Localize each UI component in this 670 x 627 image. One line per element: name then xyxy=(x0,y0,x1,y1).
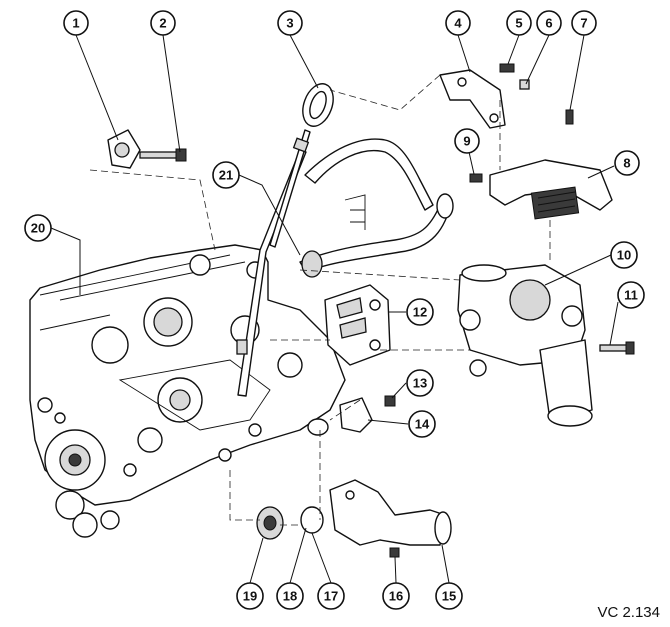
svg-text:17: 17 xyxy=(324,589,338,604)
callout-11: 11 xyxy=(617,281,645,309)
svg-text:4: 4 xyxy=(454,16,462,31)
svg-text:13: 13 xyxy=(413,376,427,391)
svg-text:15: 15 xyxy=(442,589,456,604)
svg-text:10: 10 xyxy=(617,248,631,263)
callout-1: 1 xyxy=(63,10,89,36)
svg-text:9: 9 xyxy=(463,134,470,149)
svg-text:14: 14 xyxy=(415,417,430,432)
fasteners-top xyxy=(469,63,574,183)
svg-text:16: 16 xyxy=(389,589,403,604)
svg-text:19: 19 xyxy=(243,589,257,604)
callout-16: 16 xyxy=(382,582,410,610)
water-pump-housing xyxy=(457,264,593,427)
gasket-plate xyxy=(324,284,391,366)
callout-14: 14 xyxy=(408,410,436,438)
svg-text:6: 6 xyxy=(545,16,552,31)
svg-text:2: 2 xyxy=(159,16,166,31)
assembly-lines xyxy=(89,74,551,526)
coolant-flange xyxy=(307,395,396,436)
svg-text:7: 7 xyxy=(580,16,587,31)
seal-rings xyxy=(256,506,324,540)
figure-reference-code: VC 2.134 xyxy=(597,604,660,621)
svg-text:5: 5 xyxy=(515,16,522,31)
bolt-11 xyxy=(599,341,635,355)
svg-text:20: 20 xyxy=(31,221,45,236)
svg-text:8: 8 xyxy=(623,156,630,171)
callout-17: 17 xyxy=(317,582,345,610)
coolant-pipe xyxy=(299,138,454,278)
svg-text:11: 11 xyxy=(624,288,638,303)
svg-text:12: 12 xyxy=(413,305,427,320)
svg-text:21: 21 xyxy=(219,168,233,183)
callout-13: 13 xyxy=(406,369,434,397)
sensor-bracket xyxy=(489,159,613,220)
svg-text:3: 3 xyxy=(286,16,293,31)
callout-20: 20 xyxy=(24,214,52,242)
callout-18: 18 xyxy=(276,582,304,610)
bolt-2 xyxy=(139,148,187,162)
coolant-outlet-elbow xyxy=(329,479,452,558)
part-1-sensor xyxy=(107,129,141,169)
callout-5: 5 xyxy=(506,10,532,36)
callout-3: 3 xyxy=(277,10,303,36)
callout-7: 7 xyxy=(571,10,597,36)
callout-2: 2 xyxy=(150,10,176,36)
svg-text:18: 18 xyxy=(283,589,297,604)
svg-text:1: 1 xyxy=(72,16,79,31)
callout-9: 9 xyxy=(454,128,480,154)
callout-6: 6 xyxy=(536,10,562,36)
mounting-bracket xyxy=(439,69,506,129)
cylinder-block xyxy=(29,244,346,538)
callout-15: 15 xyxy=(435,582,463,610)
callout-10: 10 xyxy=(610,241,638,269)
callout-12: 12 xyxy=(406,298,434,326)
leader-lines xyxy=(50,34,619,584)
callout-4: 4 xyxy=(445,10,471,36)
callout-19: 19 xyxy=(236,582,264,610)
callout-8: 8 xyxy=(614,150,640,176)
callout-21: 21 xyxy=(212,161,240,189)
